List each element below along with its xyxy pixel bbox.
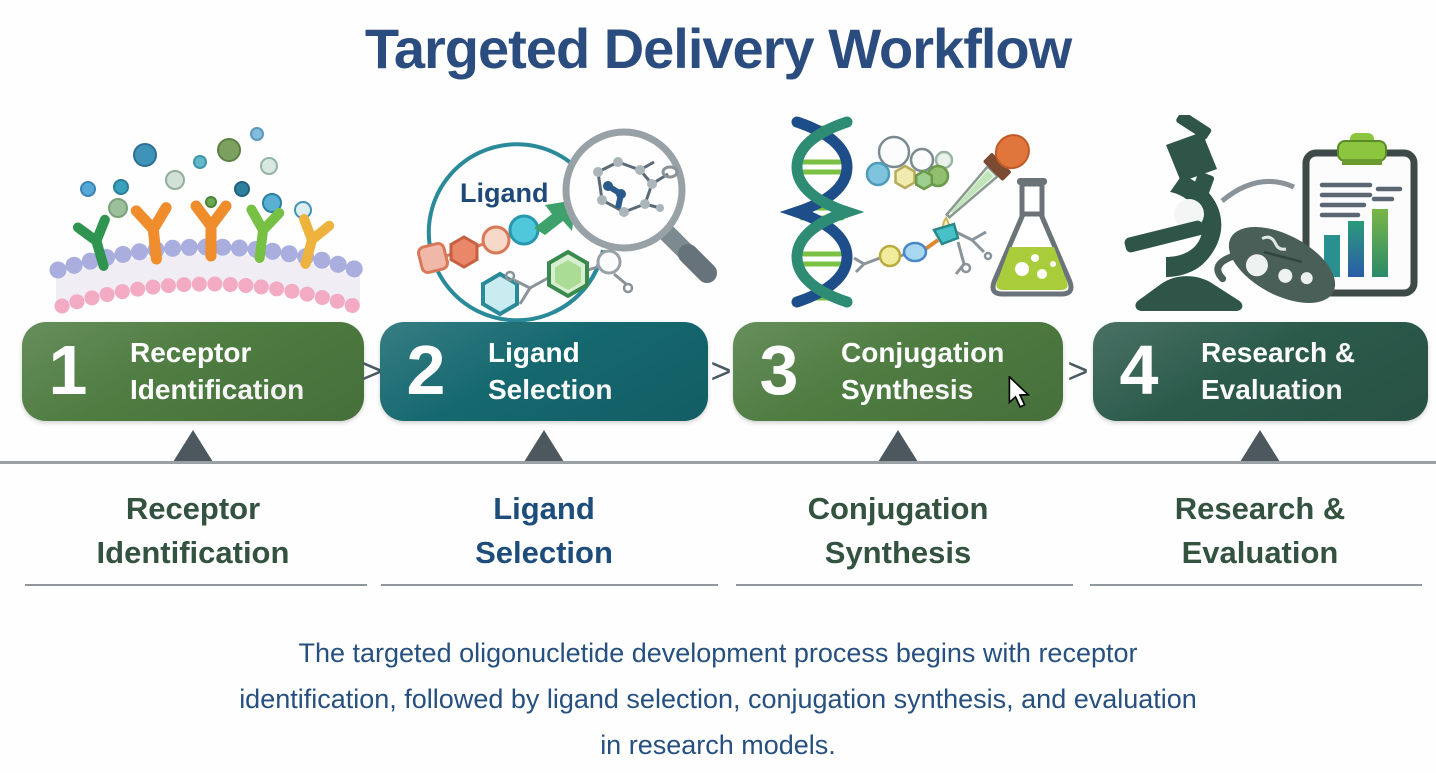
caption-underline (381, 584, 718, 586)
description-line: in research models. (600, 730, 836, 760)
flask-icon (990, 178, 1074, 297)
step-badge-3: 3 Conjugation Synthesis (733, 322, 1063, 421)
step-number: 2 (406, 330, 446, 409)
step-badge-label: Ligand Selection (488, 335, 612, 408)
step-separator-chevron-icon: > (361, 350, 383, 391)
ligand-label: Ligand (460, 178, 549, 208)
badge-label-line: Identification (130, 373, 305, 405)
step-number: 3 (759, 330, 799, 409)
dna-dropper-flask-illustration (779, 116, 1074, 308)
description-line: The targeted oligonucletide development … (298, 638, 1138, 668)
step-caption-3: Conjugation Synthesis (728, 487, 1068, 575)
step-badge-4: 4 Research & Evaluation (1093, 322, 1428, 421)
caption-line: Receptor (125, 491, 261, 526)
microscope-clipboard-illustration (1124, 115, 1418, 311)
cell-membrane-receptors-illustration (49, 127, 367, 314)
ligand-particles-icon (80, 127, 312, 219)
step-caption-2: Ligand Selection (374, 487, 714, 575)
molecule-cluster-icon (865, 135, 954, 191)
clipboard-chart-icon (1302, 133, 1418, 297)
ligand-magnifier-illustration: Ligand (417, 128, 717, 322)
step-badge-label: Conjugation Synthesis (841, 335, 1004, 408)
step-number: 1 (48, 330, 88, 409)
badge-label-line: Research & (1201, 337, 1356, 369)
receptor-y-icons (72, 200, 335, 271)
timeline-triangle-icon (878, 430, 918, 462)
description-line: identification, followed by ligand selec… (239, 684, 1197, 714)
step-badge-1: 1 Receptor Identification (22, 322, 364, 421)
badge-label-line: Selection (488, 373, 613, 405)
caption-line: Identification (96, 535, 290, 571)
caption-line: Research & (1174, 491, 1346, 526)
page-title: Targeted Delivery Workflow (364, 17, 1072, 80)
caption-line: Selection (475, 535, 613, 571)
ligand-molecule-chain-icon (417, 214, 540, 274)
step-number: 4 (1119, 330, 1159, 409)
step-separator-chevron-icon: > (1067, 350, 1089, 391)
hexagon-molecule-green-icon (504, 249, 634, 305)
timeline-triangle-icon (173, 430, 213, 462)
mouse-cursor-icon (1008, 376, 1030, 408)
magnifier-icon (562, 128, 717, 283)
specimen-icon (1214, 227, 1336, 303)
step-badge-label: Research & Evaluation (1201, 335, 1355, 408)
step-badge-label: Receptor Identification (130, 335, 304, 408)
hexagon-molecule-teal-icon (481, 271, 519, 317)
caption-line: Conjugation (807, 491, 989, 526)
badge-label-line: Ligand (488, 337, 580, 369)
caption-line: Synthesis (824, 535, 972, 571)
caption-line: Ligand (493, 491, 595, 526)
badge-label-line: Conjugation (841, 337, 1005, 369)
badge-label-line: Synthesis (841, 373, 974, 405)
workflow-description: The targeted oligonucletide development … (0, 630, 1436, 768)
badge-label-line: Evaluation (1201, 373, 1343, 405)
step-badge-2: 2 Ligand Selection (380, 322, 708, 421)
timeline-triangle-icon (524, 430, 564, 462)
microscope-icon (1124, 115, 1243, 311)
step-caption-4: Research & Evaluation (1090, 487, 1430, 575)
curved-arrow-icon (1220, 179, 1296, 203)
badge-label-line: Receptor (130, 337, 252, 369)
conjugate-molecule-icon (853, 222, 993, 275)
step-caption-1: Receptor Identification (23, 487, 363, 575)
step-separator-chevron-icon: > (710, 350, 732, 391)
timeline-line (0, 461, 1436, 464)
dna-helix-icon (779, 116, 865, 308)
caption-underline (736, 584, 1073, 586)
caption-underline (25, 584, 367, 586)
timeline-triangle-icon (1240, 430, 1280, 462)
caption-underline (1090, 584, 1422, 586)
caption-line: Evaluation (1181, 535, 1339, 571)
